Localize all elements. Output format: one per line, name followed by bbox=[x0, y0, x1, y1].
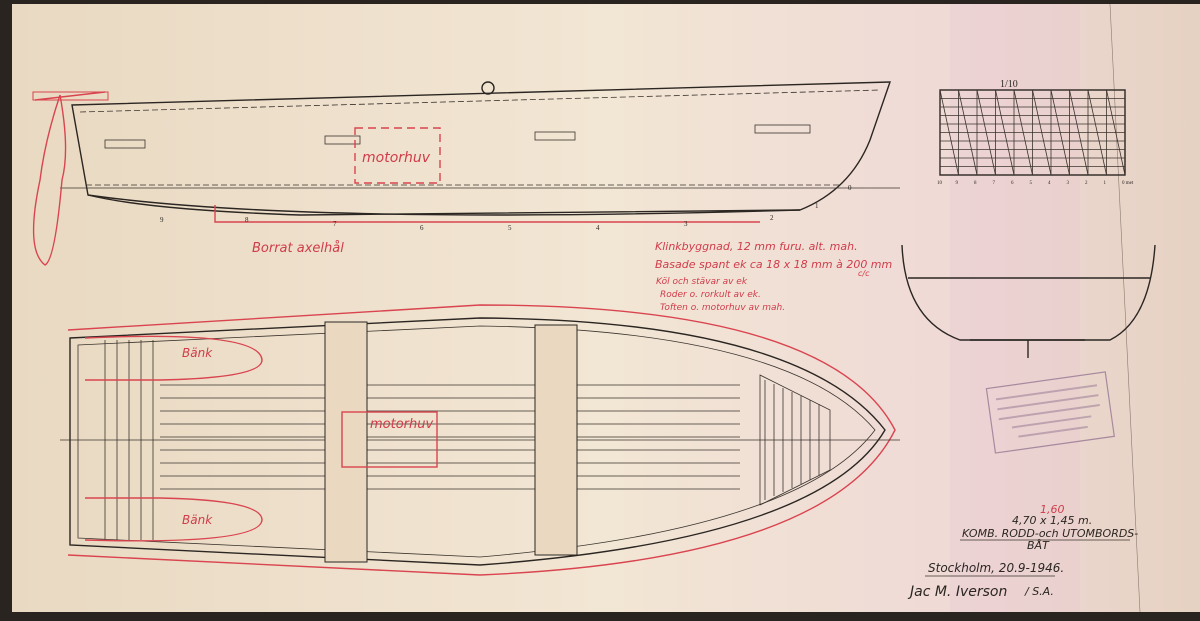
scale-tick-label: 3 bbox=[1067, 181, 1070, 186]
bank-label-top: Bänk bbox=[182, 346, 213, 360]
diagonal-line bbox=[1050, 89, 1070, 176]
diagonal-line bbox=[1032, 89, 1052, 176]
svg-text:c/c: c/c bbox=[858, 269, 870, 278]
svg-text:6: 6 bbox=[420, 224, 424, 232]
scale-tick-label: 10 bbox=[937, 181, 943, 186]
diagonal-line bbox=[976, 89, 996, 176]
borrat-label: Borrat axelhål bbox=[252, 241, 344, 256]
station-numbers: 9 8 7 6 5 4 3 2 1 0 bbox=[160, 184, 852, 232]
svg-text:5: 5 bbox=[508, 224, 512, 232]
motorhuv-label-side: motorhuv bbox=[362, 150, 431, 166]
scale-tick-label: 1 bbox=[1104, 181, 1107, 186]
svg-text:/ S.A.: / S.A. bbox=[1024, 585, 1054, 598]
svg-text:Roder o. rorkult av ek.: Roder o. rorkult av ek. bbox=[660, 290, 761, 300]
scale-tick-label: 8 bbox=[974, 181, 977, 186]
svg-text:9: 9 bbox=[160, 216, 164, 224]
svg-text:Stockholm, 20.9-1946.: Stockholm, 20.9-1946. bbox=[928, 561, 1064, 575]
diagonal-line bbox=[995, 89, 1015, 176]
fold-line bbox=[1109, 3, 1141, 613]
svg-text:Klinkbyggnad, 12 mm furu. alt.: Klinkbyggnad, 12 mm furu. alt. mah. bbox=[655, 240, 858, 253]
diagonal-line bbox=[1106, 89, 1126, 176]
svg-text:Basade spant ek ca 18 x 18 mm: Basade spant ek ca 18 x 18 mm à 200 mm bbox=[655, 258, 892, 271]
diagonal-line bbox=[958, 89, 978, 176]
svg-text:4,70 x 1,45 m.: 4,70 x 1,45 m. bbox=[1012, 514, 1092, 527]
signature: Jac M. Iverson bbox=[907, 584, 1007, 600]
title-block: 1,60 4,70 x 1,45 m. KOMB. RODD-och UTOMB… bbox=[907, 503, 1138, 600]
scale-tick-label: 6 bbox=[1011, 181, 1014, 186]
scale-tick-label: 2 bbox=[1085, 181, 1088, 186]
svg-text:4: 4 bbox=[596, 224, 600, 232]
cross-section bbox=[901, 244, 1156, 358]
scale-grid bbox=[939, 89, 1126, 176]
plan-view bbox=[60, 304, 900, 576]
motorhuv-label-plan: motorhuv bbox=[370, 417, 433, 432]
approval-stamp bbox=[985, 371, 1115, 454]
svg-text:0: 0 bbox=[848, 184, 852, 192]
scale-tick-label: 4 bbox=[1048, 181, 1051, 186]
svg-text:BÅT: BÅT bbox=[1027, 539, 1050, 552]
side-profile bbox=[32, 81, 900, 266]
diagonal-line bbox=[939, 89, 959, 176]
scale-tick-label: 5 bbox=[1030, 181, 1033, 186]
svg-text:8: 8 bbox=[245, 216, 249, 224]
svg-text:1,60: 1,60 bbox=[1040, 503, 1065, 516]
diagonal-line bbox=[1069, 89, 1089, 176]
pink-tint bbox=[950, 4, 1080, 612]
svg-text:1: 1 bbox=[815, 202, 819, 210]
paper bbox=[12, 4, 1200, 612]
svg-text:Köl och stävar av ek: Köl och stävar av ek bbox=[656, 277, 748, 287]
svg-text:2: 2 bbox=[770, 214, 774, 222]
scale-tick-label: 7 bbox=[993, 181, 996, 186]
svg-text:3: 3 bbox=[684, 220, 688, 228]
diagonal-line bbox=[1013, 89, 1033, 176]
construction-notes: Klinkbyggnad, 12 mm furu. alt. mah. Basa… bbox=[655, 240, 892, 313]
scale-label: 1/10 bbox=[1000, 79, 1018, 90]
svg-text:Toften o. motorhuv av mah.: Toften o. motorhuv av mah. bbox=[660, 303, 785, 313]
rudder bbox=[32, 91, 109, 266]
svg-text:KOMB. RODD-och UTOMBORDS-: KOMB. RODD-och UTOMBORDS- bbox=[962, 527, 1138, 540]
scale-tick-label: 0 met bbox=[1122, 181, 1134, 186]
svg-text:7: 7 bbox=[333, 220, 337, 228]
bank-label-bottom: Bänk bbox=[182, 513, 213, 527]
scale-ticks: 10 9 8 7 6 5 4 3 2 1 0 met bbox=[937, 181, 1134, 186]
scale-tick-label: 9 bbox=[956, 181, 959, 186]
diagonal-line bbox=[1087, 89, 1107, 176]
